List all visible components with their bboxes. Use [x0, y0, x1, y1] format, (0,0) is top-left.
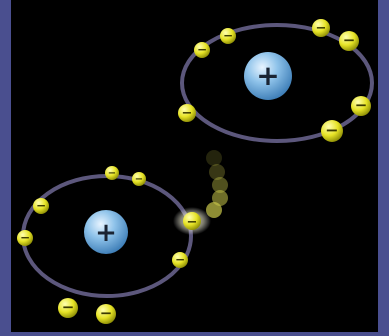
upper-electron-5: − [351, 96, 371, 116]
lower-nucleus-plus-sign: + [95, 218, 117, 248]
trail-ghost-electron-1 [206, 150, 222, 166]
lower-electron-3-minus-sign: − [36, 198, 46, 212]
lower-electron-7-minus-sign: − [100, 304, 113, 322]
upper-electron-7: − [178, 104, 196, 122]
lower-electron-4: − [17, 230, 33, 246]
lower-electron-5: − [172, 252, 188, 268]
lower-nucleus: + [84, 210, 128, 254]
upper-electron-2-minus-sign: − [197, 42, 207, 56]
lower-electron-7: − [96, 304, 116, 324]
upper-electron-4: − [339, 31, 359, 51]
transferring-electron: − [173, 207, 211, 235]
lower-electron-5-minus-sign: − [175, 252, 185, 266]
lower-electron-6: − [58, 298, 78, 318]
lower-electron-2-minus-sign: − [135, 174, 143, 185]
upper-electron-7-minus-sign: − [182, 106, 193, 121]
lower-electron-6-minus-sign: − [62, 298, 75, 316]
upper-electron-5-minus-sign: − [355, 96, 368, 114]
upper-electron-6-minus-sign: − [325, 121, 338, 140]
lower-electron-2: − [132, 172, 146, 186]
upper-nucleus-plus-sign: + [256, 59, 279, 92]
upper-electron-4-minus-sign: − [343, 31, 356, 49]
transferring-electron-minus-sign: − [187, 215, 198, 230]
upper-electron-2: − [194, 42, 210, 58]
lower-electron-3: − [33, 198, 49, 214]
upper-electron-1-minus-sign: − [223, 28, 233, 42]
lower-electron-4-minus-sign: − [20, 230, 30, 244]
upper-electron-1: − [220, 28, 236, 44]
lower-electron-1: − [105, 166, 119, 180]
lower-electron-1-minus-sign: − [108, 168, 116, 179]
upper-nucleus: + [244, 52, 292, 100]
upper-electron-6: − [321, 120, 343, 142]
upper-electron-3: − [312, 19, 330, 37]
upper-electron-3-minus-sign: − [316, 21, 327, 36]
